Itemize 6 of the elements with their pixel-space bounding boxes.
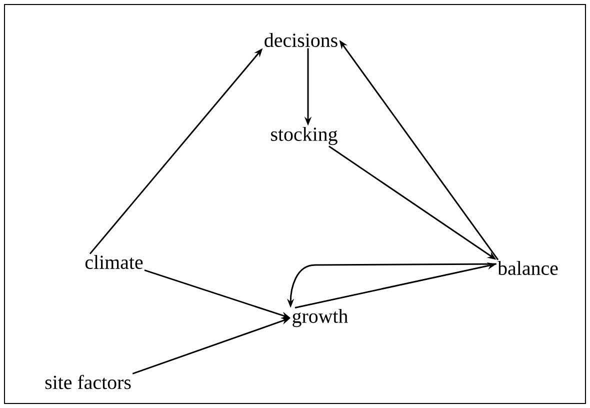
node-label: site factors	[45, 374, 131, 390]
node-label: stocking	[271, 126, 338, 146]
node-label: decisions	[264, 33, 338, 47]
node-label: balance	[498, 261, 558, 275]
node-label: climate	[85, 255, 143, 269]
node-label: growth	[292, 308, 348, 328]
